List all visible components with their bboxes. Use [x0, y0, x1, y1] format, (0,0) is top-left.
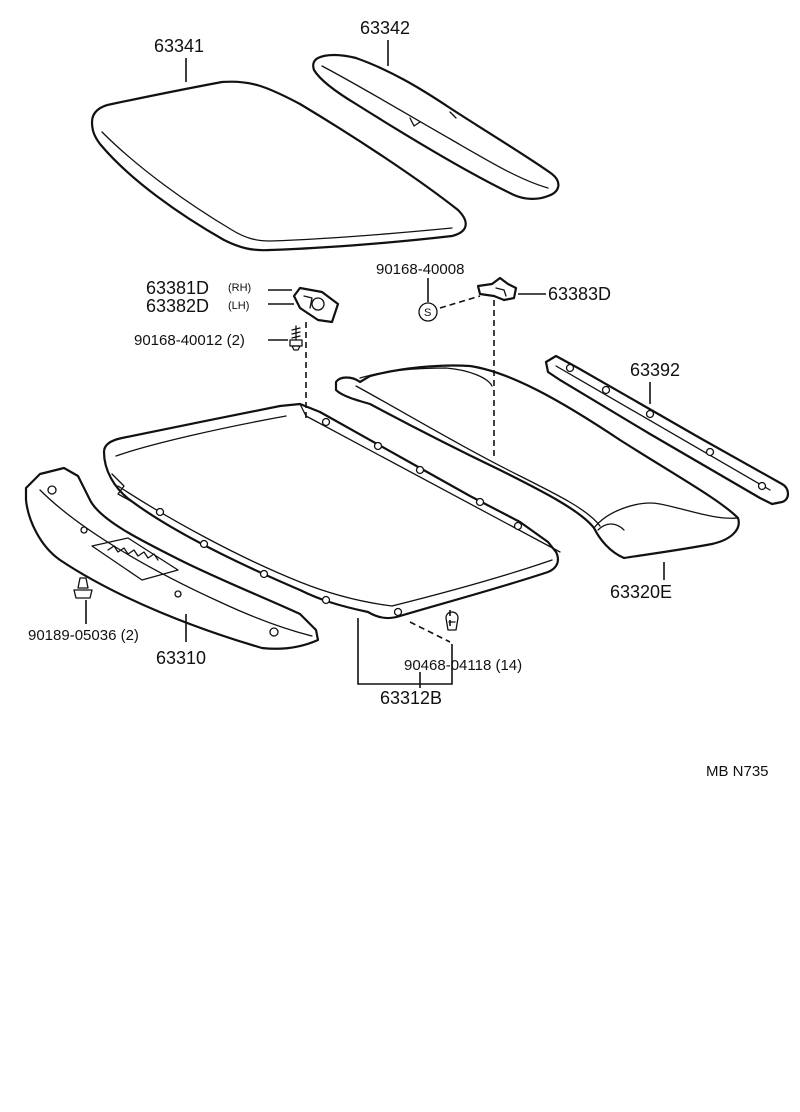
leader-lines [85, 40, 665, 688]
diagram-code: MB N735 [706, 763, 769, 780]
label-rh: (RH) [228, 282, 251, 294]
part-63320E-trim [334, 364, 740, 560]
part-63381D-bracket [292, 286, 340, 324]
part-63310-trim [24, 466, 320, 650]
label-63320E: 63320E [610, 582, 672, 602]
label-63381D: 63381D [146, 278, 209, 298]
part-s-mark [418, 302, 438, 322]
label-lh: (LH) [228, 300, 249, 312]
label-63342: 63342 [360, 18, 410, 38]
labels: 63341 63342 63381D (RH) 63382D (LH) 9016… [28, 18, 769, 780]
label-90168-40008: 90168-40008 [376, 261, 464, 278]
part-90168-40012-screw [289, 325, 303, 351]
label-90189-05036: 90189-05036 (2) [28, 627, 139, 644]
part-90468-04118-clip [445, 611, 459, 631]
connection-lines [305, 295, 495, 643]
label-63392: 63392 [630, 360, 680, 380]
part-63342-panel [312, 53, 560, 200]
label-63310: 63310 [156, 648, 206, 668]
part-63392-rail [544, 354, 790, 506]
part-90189-05036-clip [73, 577, 93, 599]
label-63312B: 63312B [380, 688, 442, 708]
label-90468-04118: 90468-04118 (14) [404, 657, 522, 674]
label-63341: 63341 [154, 36, 204, 56]
part-63312B-headliner [102, 402, 561, 620]
part-63383D-bracket [476, 276, 518, 302]
label-63383D: 63383D [548, 284, 611, 304]
label-s-mark: S [424, 307, 431, 319]
label-63382D: 63382D [146, 296, 209, 316]
label-90168-40012: 90168-40012 (2) [134, 332, 245, 349]
part-63341-panel [90, 80, 467, 252]
